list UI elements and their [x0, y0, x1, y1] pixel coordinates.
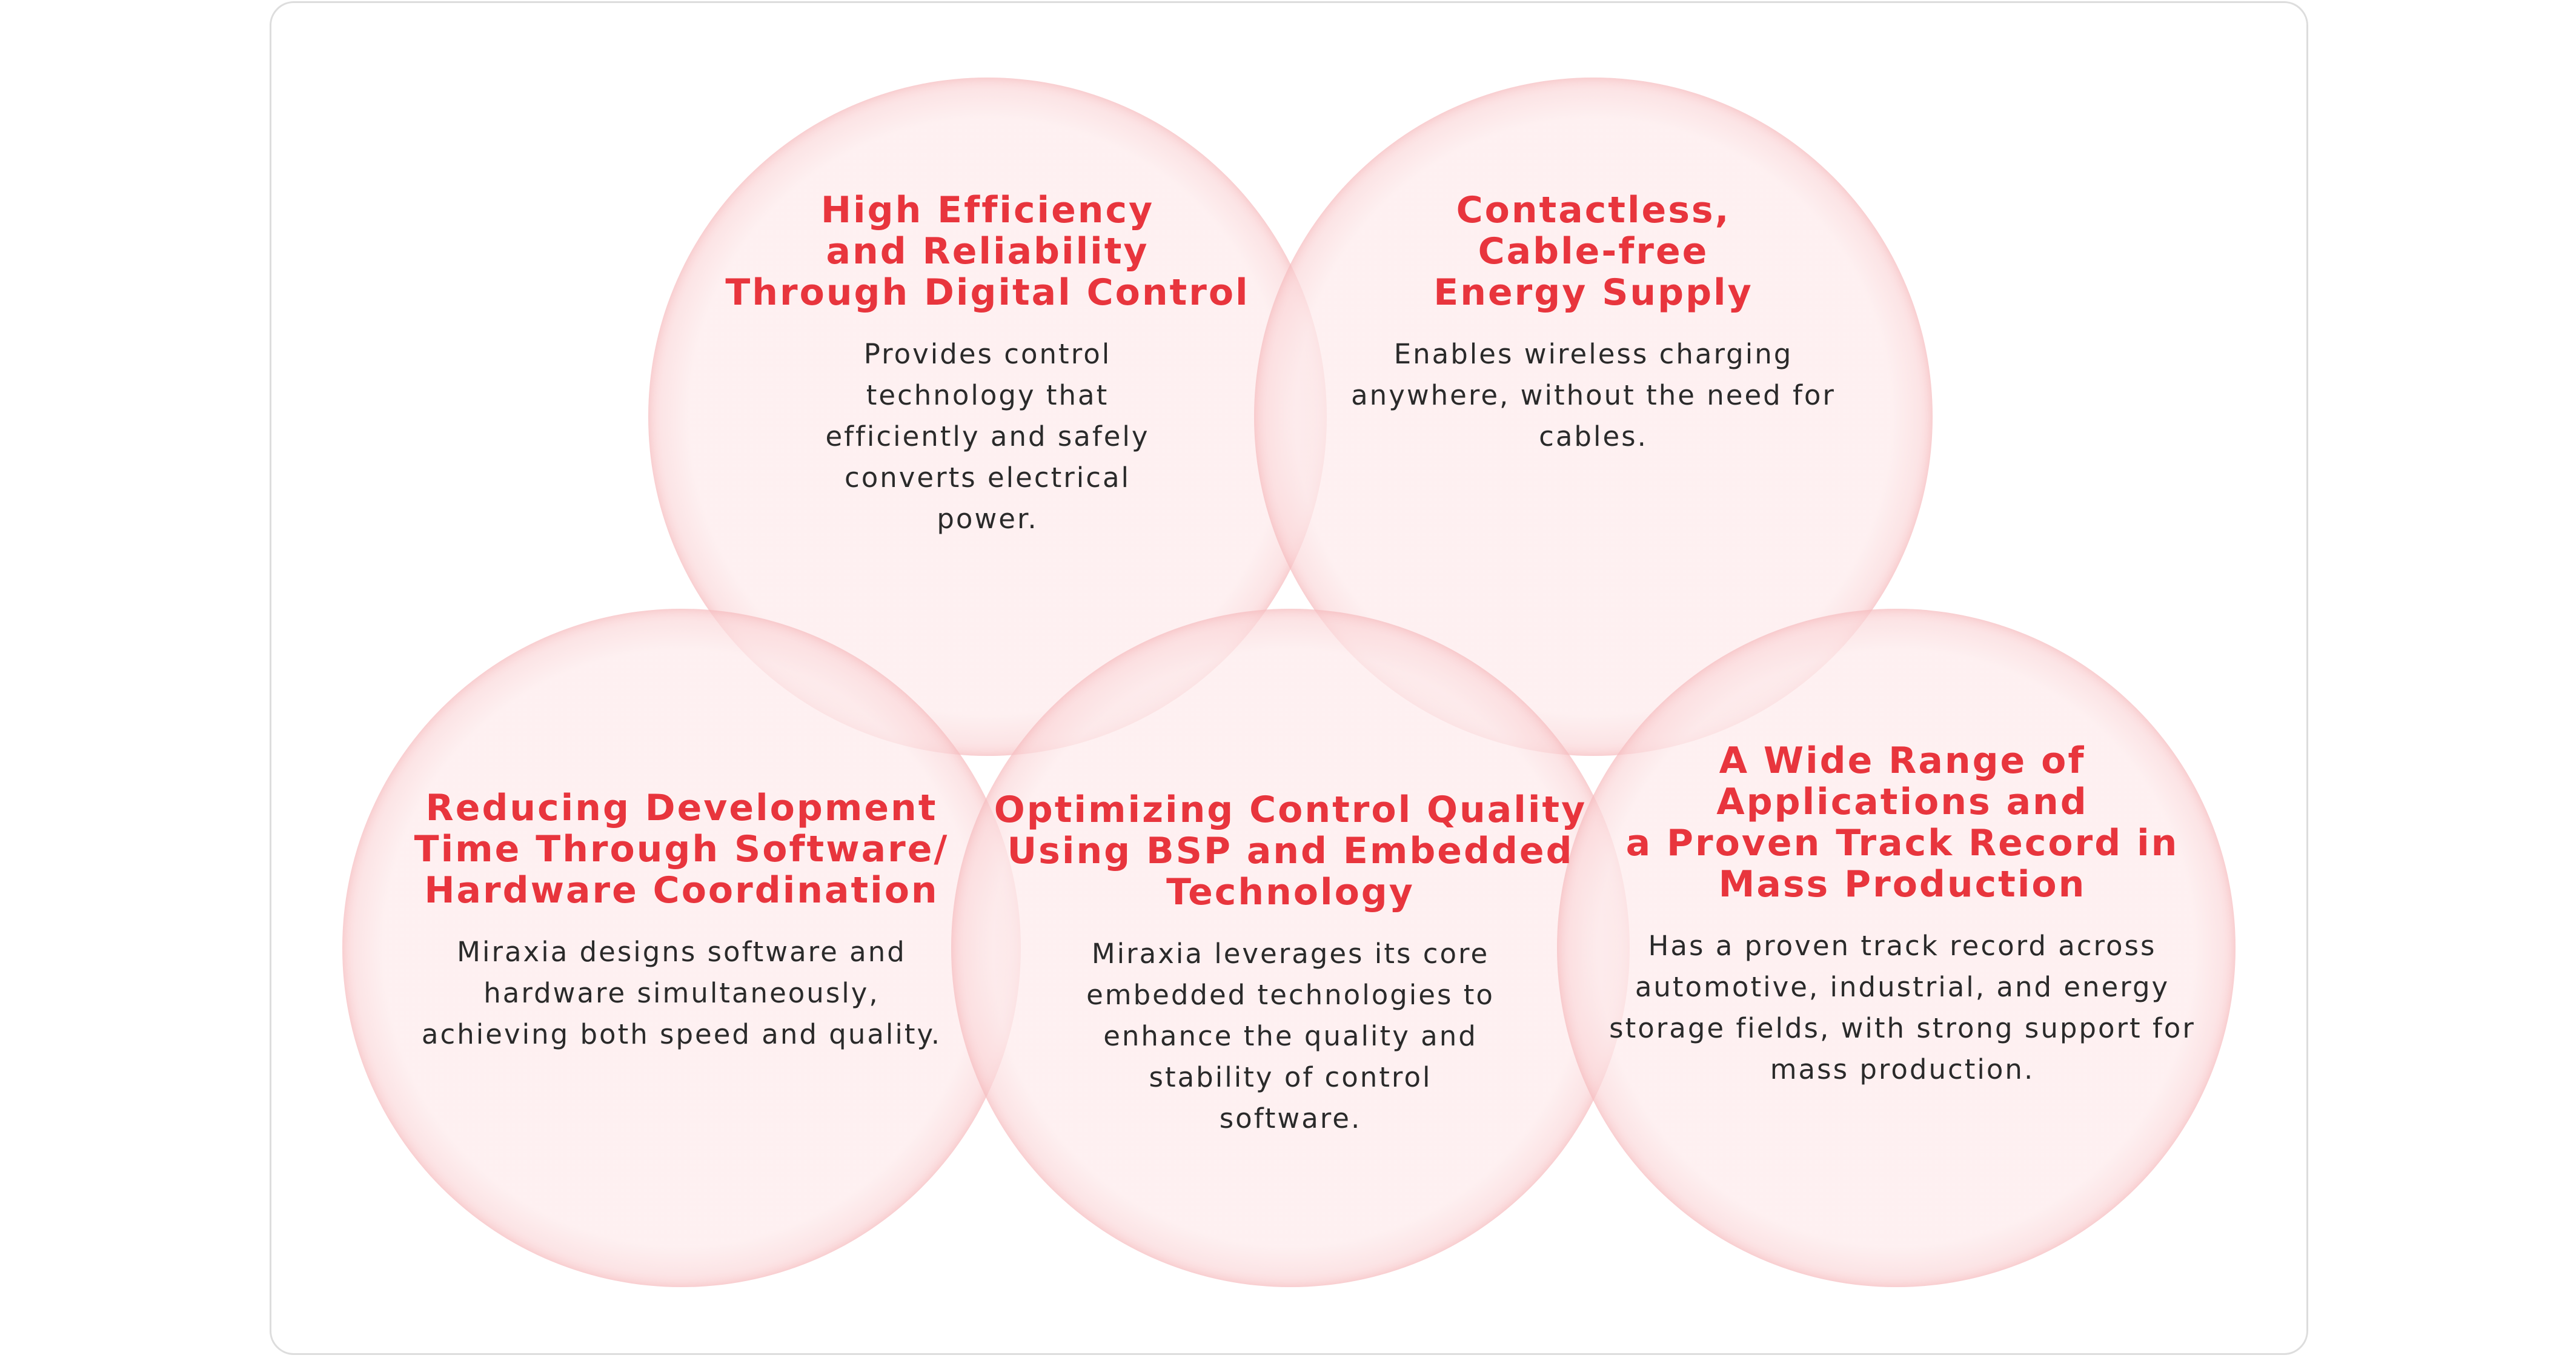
circle-title: A Wide Range of Applications and a Prove…	[1625, 740, 2179, 906]
circle-description: Miraxia leverages its core embedded tech…	[1086, 938, 1495, 1134]
circle-description: Miraxia designs software and hardware si…	[421, 936, 942, 1050]
label-digital-control: High Efficiency and Reliability Through …	[685, 190, 1290, 540]
circle-development-time	[342, 609, 1021, 1287]
circle-title: High Efficiency and Reliability Through …	[725, 189, 1250, 314]
circle-applications	[1557, 609, 2236, 1287]
circle-description: Has a proven track record across automot…	[1609, 930, 2196, 1085]
label-control-quality: Optimizing Control Quality Using BSP and…	[988, 789, 1593, 1139]
circle-title: Contactless, Cable-free Energy Supply	[1433, 189, 1753, 314]
circle-description: Provides control technology that efficie…	[825, 338, 1150, 535]
circle-title: Optimizing Control Quality Using BSP and…	[994, 789, 1587, 913]
circle-description: Enables wireless charging anywhere, with…	[1351, 338, 1836, 452]
label-development-time: Reducing Development Time Through Softwa…	[379, 787, 984, 1055]
label-energy-supply: Contactless, Cable-free Energy Supply En…	[1290, 190, 1896, 457]
label-applications: A Wide Range of Applications and a Prove…	[1581, 740, 2223, 1090]
circle-control-quality	[951, 609, 1630, 1287]
circle-title: Reducing Development Time Through Softwa…	[414, 787, 949, 912]
